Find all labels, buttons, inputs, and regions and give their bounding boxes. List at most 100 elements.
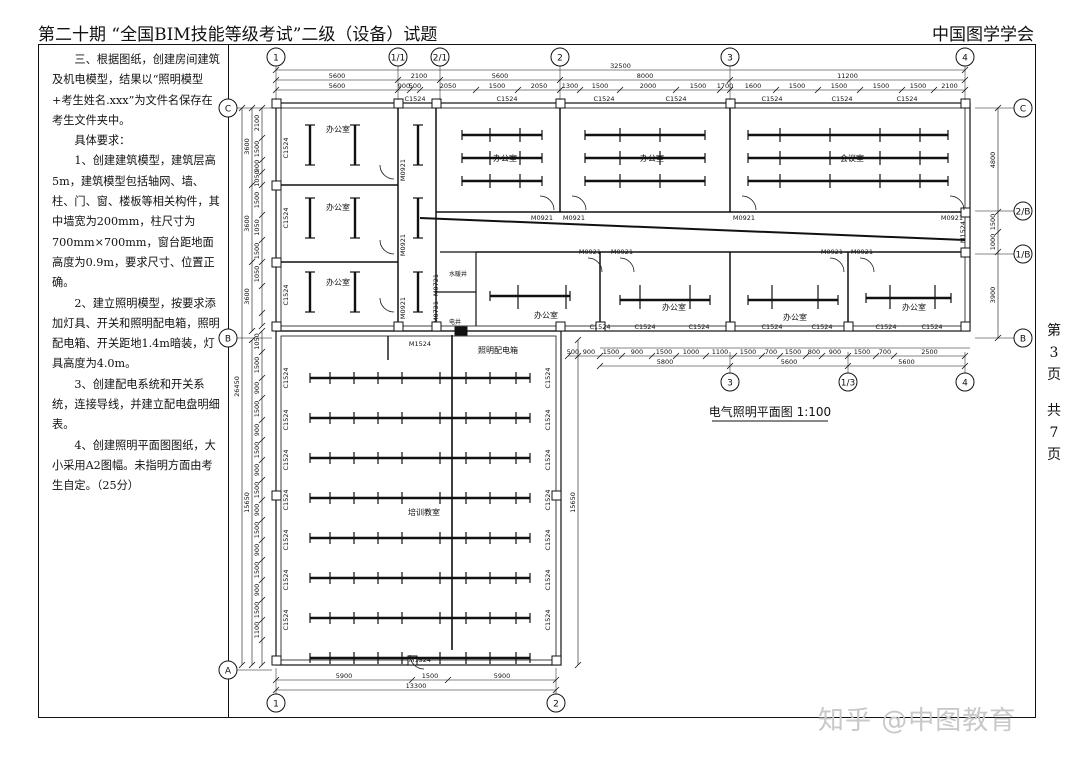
dim-top-main-label-4: 11200 xyxy=(837,72,858,80)
door-label-1: M0921 xyxy=(563,214,585,222)
dim-top-detail-tick-15 xyxy=(898,86,906,94)
window-vlabel-15: C1524 xyxy=(544,569,552,590)
dim-left-upper-label-2: 900 xyxy=(253,160,261,172)
column-21 xyxy=(271,490,282,501)
dim-left-upper-tick-0 xyxy=(258,104,266,112)
dim-br-main-label-1: 5600 xyxy=(781,358,798,366)
column-9 xyxy=(393,321,404,332)
dim-left-upper-tick-10 xyxy=(258,322,266,330)
door-arc-7 xyxy=(859,257,875,273)
dim-left-upper-tick-4 xyxy=(258,181,266,189)
dim-left-lower-tick-16 xyxy=(258,661,266,669)
window-vlabel-4: C1524 xyxy=(282,409,290,430)
dim-left-lower-label-13: 1500 xyxy=(253,602,261,619)
column-3 xyxy=(555,98,566,109)
panel-label: 照明配电箱 xyxy=(478,345,518,355)
dim-left-lower-tick-3 xyxy=(258,394,266,402)
column-19 xyxy=(407,655,418,666)
window-label-11: C1524 xyxy=(811,323,832,331)
room-office-6: 办公室 xyxy=(534,310,558,320)
dim-br-main-tick-3 xyxy=(961,362,969,370)
dim-top-detail-label-3: 2050 xyxy=(440,82,457,90)
axis-top-5-label: 4 xyxy=(962,54,968,64)
column-5 xyxy=(960,98,971,109)
dim-top-total-label-0: 32500 xyxy=(610,62,631,70)
dim-left-lower-label-0: 1050 xyxy=(253,333,261,350)
dim-top-detail-tick-3 xyxy=(416,86,424,94)
window-label-1: C1524 xyxy=(496,95,517,103)
room-water-shaft: 水暖井 xyxy=(449,270,467,278)
page-number: 3 xyxy=(1049,345,1059,361)
dim-top-detail-tick-11 xyxy=(726,86,734,94)
window-vlabel-0: C1524 xyxy=(282,137,290,158)
door-arc-6 xyxy=(829,257,845,273)
column-10 xyxy=(431,321,442,332)
window-label-8: C1524 xyxy=(634,323,655,331)
dim-top-total-tick-0 xyxy=(272,66,280,74)
room-elec-shaft: 电井 xyxy=(449,318,461,326)
text-divider xyxy=(228,44,229,718)
dim-left-lower-label-2: 900 xyxy=(253,382,261,394)
door-arc-2 xyxy=(741,195,757,211)
dim-top-detail-label-12: 1500 xyxy=(789,82,806,90)
dim-top-detail-tick-9 xyxy=(672,86,680,94)
dim-left-lower-label-11: 1500 xyxy=(253,562,261,579)
dim-right-label-0: 4800 xyxy=(989,152,997,169)
dim-br-detail-tick-11 xyxy=(818,352,826,360)
dim-left-group-tick-3 xyxy=(248,327,256,335)
window-label-13: C1524 xyxy=(921,323,942,331)
instruction-4: 4、创建照明平面图图纸，大小采用A2图幅。未指明方面由考生自定。（25分） xyxy=(52,438,216,493)
dim-right-label-2: 1000 xyxy=(989,234,997,251)
dim-left-lower-label-10: 900 xyxy=(253,544,261,556)
door-arc-v2 xyxy=(379,297,395,313)
dim-br-detail-tick-13 xyxy=(872,352,880,360)
window-vlabel-7: C1524 xyxy=(282,529,290,550)
dim-br-detail-tick-3 xyxy=(618,352,626,360)
window-vlabel-9: C1524 xyxy=(282,609,290,630)
column-16 xyxy=(960,207,971,218)
window-vlabel-5: C1524 xyxy=(282,449,290,470)
axis-top-0-label: 1 xyxy=(273,54,279,64)
dim-left-upper-tick-6 xyxy=(258,236,266,244)
exam-title: 第二十期 “全国BIM技能等级考试”二级（设备）试题 xyxy=(38,25,438,45)
window-vlabel-3: C1524 xyxy=(282,367,290,388)
dim-left-upper-tick-5 xyxy=(258,211,266,219)
door-vlabel-3: M0721 xyxy=(432,274,440,296)
axis-right-2-label: 1/B xyxy=(1016,251,1031,261)
door-arc-v0 xyxy=(379,164,395,180)
door-arc-3 xyxy=(949,195,965,211)
column-8 xyxy=(271,321,282,332)
column-12 xyxy=(595,321,606,332)
dim-top-main-tick-5 xyxy=(961,76,969,84)
dim-top-main-label-0: 5600 xyxy=(329,72,346,80)
dim-br-detail-label-10: 800 xyxy=(808,348,820,356)
dim-left-lower-label-7: 1500 xyxy=(253,482,261,499)
dim-br-detail-tick-12 xyxy=(844,352,852,360)
dim-left-upper-label-7: 1050 xyxy=(253,266,261,283)
dim-top-detail-tick-7 xyxy=(576,86,584,94)
dim-top-detail-tick-17 xyxy=(961,86,969,94)
page-total: 7 xyxy=(1049,425,1059,441)
instruction-intro: 三、根据图纸，创建房间建筑及机电模型，结果以“照明模型+考生姓名.xxx”为文件… xyxy=(52,53,220,127)
dim-left-mid-tick-0 xyxy=(248,336,256,344)
dim-left-lower-tick-12 xyxy=(258,576,266,584)
dim-top-detail-label-1: 900 xyxy=(398,82,410,90)
dim-left-upper-label-6: 1500 xyxy=(253,243,261,260)
dim-left-group-tick-0 xyxy=(248,104,256,112)
dim-left-upper-tick-7 xyxy=(258,258,266,266)
dim-left-upper-tick-3 xyxy=(258,168,266,176)
door-label-7: M0921 xyxy=(851,248,873,256)
column-6 xyxy=(271,180,282,191)
door-label-9: M1524 xyxy=(409,656,431,664)
dim-br-main-tick-2 xyxy=(844,362,852,370)
dim-left-upper-label-4: 1500 xyxy=(253,192,261,209)
dim-left-lower-tick-15 xyxy=(258,636,266,644)
dim-top-detail-label-5: 2050 xyxy=(531,82,548,90)
axis-right-0-label: C xyxy=(1020,105,1026,115)
dim-top-detail-tick-16 xyxy=(930,86,938,94)
dim-br-detail-label-1: 900 xyxy=(583,348,595,356)
dim-top-detail-tick-5 xyxy=(514,86,522,94)
axis-bottom-right-1-label: 1/3 xyxy=(841,379,855,389)
dim-top-detail-tick-6 xyxy=(556,86,564,94)
room-office-9: 办公室 xyxy=(902,302,926,312)
